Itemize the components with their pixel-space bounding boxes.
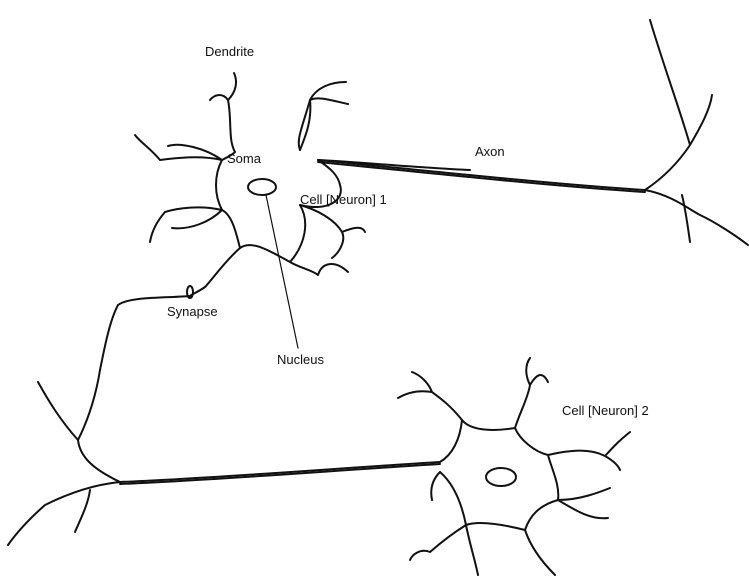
nucleus-pointer-line xyxy=(266,195,298,348)
neuron-2-axon xyxy=(120,462,440,482)
neuron-1-dendrites xyxy=(135,73,365,287)
neuron-2 xyxy=(8,358,630,575)
soma-label: Soma xyxy=(227,152,261,165)
neuron-2-soma-outline xyxy=(440,420,558,530)
axon-label: Axon xyxy=(475,145,505,158)
neuron-1 xyxy=(78,20,748,440)
neuron-1-nucleus xyxy=(248,179,276,195)
synapse-label: Synapse xyxy=(167,305,218,318)
cell-2-label: Cell [Neuron] 2 xyxy=(562,404,649,417)
dendrite-label: Dendrite xyxy=(205,45,254,58)
cell-1-label: Cell [Neuron] 1 xyxy=(300,193,387,206)
neuron-2-axon-lower xyxy=(120,464,440,484)
neuron-2-axon-terminals xyxy=(8,382,120,545)
neuron-2-dendrites xyxy=(398,358,630,575)
neuron-2-nucleus xyxy=(486,468,516,486)
neuron-1-axon xyxy=(318,20,748,245)
nucleus-label: Nucleus xyxy=(277,353,324,366)
